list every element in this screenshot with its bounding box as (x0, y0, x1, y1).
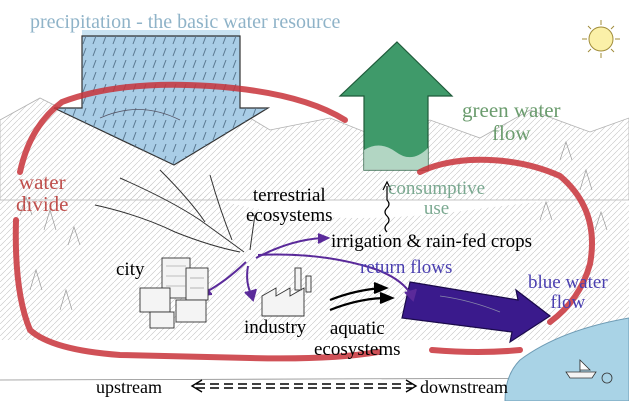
blue-water-flow-line-1: blue water (528, 272, 608, 293)
water-divide-label: water divide (16, 171, 69, 215)
green-water-arrow (338, 41, 454, 171)
rain-arrow (53, 30, 271, 166)
aquatic-line-1: aquatic (329, 318, 385, 339)
terrestrial-line-1: terrestrial (252, 185, 326, 206)
consumptive-use-line-1: consumptive (388, 178, 486, 199)
aquatic-line-2: ecosystems (314, 339, 401, 360)
blue-water-flow-label: blue water flow (528, 273, 608, 313)
industry-label: industry (244, 317, 307, 338)
upstream-label: upstream (96, 377, 162, 397)
city-label: city (116, 259, 145, 280)
irrigation-label: irrigation & rain-fed crops (331, 231, 533, 252)
water-divide-line-2: divide (16, 192, 69, 216)
consumptive-use-label: consumptive use (388, 179, 485, 219)
aquatic-ecosystems-label: aquatic ecosystems (314, 318, 401, 360)
return-flows-label: return flows (360, 257, 453, 278)
water-divide-line (12, 81, 595, 362)
diagram-title: precipitation - the basic water resource (30, 11, 341, 33)
river-network (94, 169, 256, 253)
green-water-flow-line-1: green water (462, 98, 561, 122)
city-buildings-icon (139, 257, 209, 329)
blue-water-arrow (401, 281, 552, 344)
factory-icon (261, 267, 312, 317)
water-divide-line-1: water (18, 170, 66, 194)
green-water-flow-label: green water flow (462, 99, 561, 145)
green-water-flow-line-2: flow (492, 121, 531, 145)
sun-icon (582, 20, 620, 58)
aquatic-arrows (329, 281, 395, 312)
upstream-downstream-arrow (190, 379, 418, 393)
terrestrial-ecosystems-label: terrestrial ecosystems (246, 186, 333, 226)
blue-water-flow-line-2: flow (550, 292, 586, 313)
downstream-label: downstream (420, 377, 508, 397)
terrestrial-line-2: ecosystems (246, 205, 333, 226)
consumptive-use-line-2: use (423, 198, 450, 219)
boat-icon (565, 359, 613, 384)
consumptive-arrow (384, 186, 390, 233)
